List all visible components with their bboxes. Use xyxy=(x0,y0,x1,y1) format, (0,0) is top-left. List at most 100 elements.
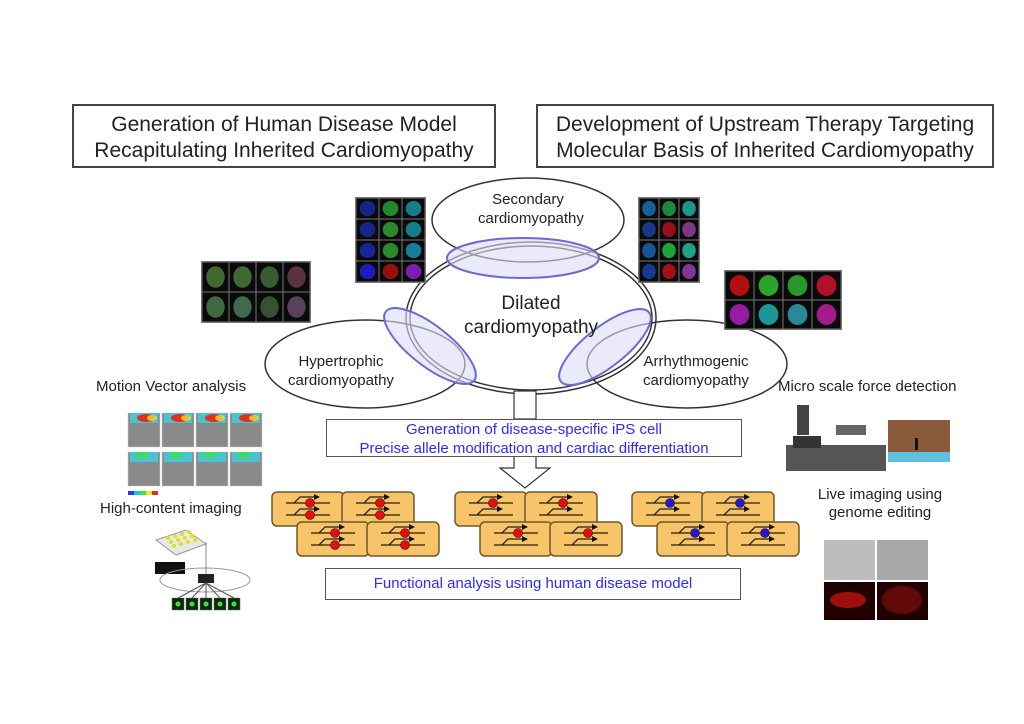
arrow-head-icon xyxy=(522,536,528,542)
mutation-marker xyxy=(513,528,523,538)
arrow-head-icon xyxy=(409,536,415,542)
functional-analysis-box: Functional analysis using human disease … xyxy=(325,568,741,600)
secondary-label-line-1: Secondary xyxy=(492,191,564,208)
mutation-marker xyxy=(735,498,745,508)
arrow-head-icon xyxy=(497,506,503,512)
overlap-secondary-dilated xyxy=(446,237,600,279)
mutation-marker xyxy=(558,498,568,508)
promoter-arrow xyxy=(318,538,339,546)
arrow-head-icon xyxy=(339,536,345,542)
promoter-arrow xyxy=(571,538,592,546)
mutation-marker xyxy=(400,528,410,538)
arrow-head-icon xyxy=(769,524,775,530)
promoter-arrow xyxy=(571,526,592,534)
arrow-head-icon xyxy=(674,506,680,512)
header-right-line-1: Development of Upstream Therapy Targetin… xyxy=(555,113,975,136)
motion-vector-label: Motion Vector analysis xyxy=(96,378,247,395)
arrow-head-icon xyxy=(592,536,598,542)
ips-generation-line-1: Generation of disease-specific iPS cell xyxy=(406,421,662,438)
mutation-marker xyxy=(305,498,315,508)
arrow-head-icon xyxy=(409,524,415,530)
dilated-label-line-2: cardiomyopathy xyxy=(463,317,599,338)
micro-force-label: Micro scale force detection xyxy=(778,378,957,395)
promoter-arrow xyxy=(723,508,744,516)
promoter-arrow xyxy=(723,496,744,504)
arrow-head-icon xyxy=(674,494,680,500)
hypertrophic-label-line-1: Hypertrophic xyxy=(298,353,384,370)
header-right-box: Development of Upstream Therapy Targetin… xyxy=(536,104,994,168)
mutation-marker xyxy=(375,498,385,508)
cell-group-3 xyxy=(631,491,800,557)
promoter-arrow xyxy=(293,496,314,504)
arrow-head-icon xyxy=(384,494,390,500)
header-left-box: Generation of Human Disease Model Recapi… xyxy=(72,104,496,168)
arrow-head-icon xyxy=(769,536,775,542)
arrow-head-icon xyxy=(522,524,528,530)
promoter-arrow xyxy=(748,538,769,546)
mutation-marker xyxy=(760,528,770,538)
cell-group-2 xyxy=(454,491,623,557)
mutation-marker xyxy=(330,528,340,538)
promoter-arrow xyxy=(501,526,522,534)
hypertrophic-label: Hypertrophic cardiomyopathy xyxy=(286,352,396,390)
dilated-label: Dilated cardiomyopathy xyxy=(460,292,602,340)
mutation-marker xyxy=(583,528,593,538)
promoter-arrow xyxy=(293,508,314,516)
cell-group-1 xyxy=(271,491,440,557)
live-imaging-line-1: Live imaging using xyxy=(817,486,943,503)
arrow-head-icon xyxy=(567,506,573,512)
promoter-arrow xyxy=(388,538,409,546)
arrow-head-icon xyxy=(314,506,320,512)
promoter-arrow xyxy=(363,496,384,504)
secondary-label-line-2: cardiomyopathy xyxy=(478,210,584,227)
arrhythmogenic-label-line-2: cardiomyopathy xyxy=(643,372,749,389)
secondary-label: Secondary cardiomyopathy xyxy=(478,190,584,228)
header-left-line-1: Generation of Human Disease Model xyxy=(111,113,457,136)
promoter-arrow xyxy=(318,526,339,534)
promoter-arrow xyxy=(678,538,699,546)
hypertrophic-label-line-2: cardiomyopathy xyxy=(288,372,394,389)
ips-generation-line-2: Precise allele modification and cardiac … xyxy=(359,440,709,457)
promoter-arrow xyxy=(476,508,497,516)
mutation-marker xyxy=(400,540,410,550)
high-content-label: High-content imaging xyxy=(100,500,242,517)
arrow-head-icon xyxy=(497,494,503,500)
ips-generation-box: Generation of disease-specific iPS cell … xyxy=(326,419,742,457)
mutation-marker xyxy=(375,510,385,520)
live-imaging-label: Live imaging using genome editing xyxy=(810,486,950,522)
promoter-arrow xyxy=(678,526,699,534)
arrhythmogenic-label-line-1: Arrhythmogenic xyxy=(643,353,749,370)
promoter-arrow xyxy=(501,538,522,546)
dilated-label-line-1: Dilated xyxy=(501,293,561,314)
arrow-stem-top xyxy=(513,390,537,420)
mutation-marker xyxy=(305,510,315,520)
arrow-head-icon xyxy=(567,494,573,500)
mutation-marker xyxy=(330,540,340,550)
arrow-head-icon xyxy=(339,524,345,530)
arrow-down-icon xyxy=(498,456,552,489)
promoter-arrow xyxy=(363,508,384,516)
arrow-head-icon xyxy=(592,524,598,530)
promoter-arrow xyxy=(546,508,567,516)
arrow-head-icon xyxy=(699,524,705,530)
arrow-head-icon xyxy=(314,494,320,500)
promoter-arrow xyxy=(653,496,674,504)
arrow-head-icon xyxy=(744,494,750,500)
header-left-line-2: Recapitulating Inherited Cardiomyopathy xyxy=(94,139,474,162)
overlap-hypertrophic-dilated xyxy=(383,307,477,385)
mutation-marker xyxy=(488,498,498,508)
promoter-arrow xyxy=(748,526,769,534)
mutation-marker xyxy=(665,498,675,508)
promoter-arrow xyxy=(653,508,674,516)
arrhythmogenic-label: Arrhythmogenic cardiomyopathy xyxy=(636,352,756,390)
arrow-head-icon xyxy=(699,536,705,542)
header-right-line-2: Molecular Basis of Inherited Cardiomyopa… xyxy=(556,139,974,162)
live-imaging-line-2: genome editing xyxy=(828,504,932,521)
functional-analysis-text: Functional analysis using human disease … xyxy=(373,575,693,592)
mutation-marker xyxy=(690,528,700,538)
promoter-arrow xyxy=(546,496,567,504)
arrow-head-icon xyxy=(384,506,390,512)
cell-groups xyxy=(271,491,800,557)
overlap-arrhythmogenic-dilated xyxy=(558,308,652,386)
